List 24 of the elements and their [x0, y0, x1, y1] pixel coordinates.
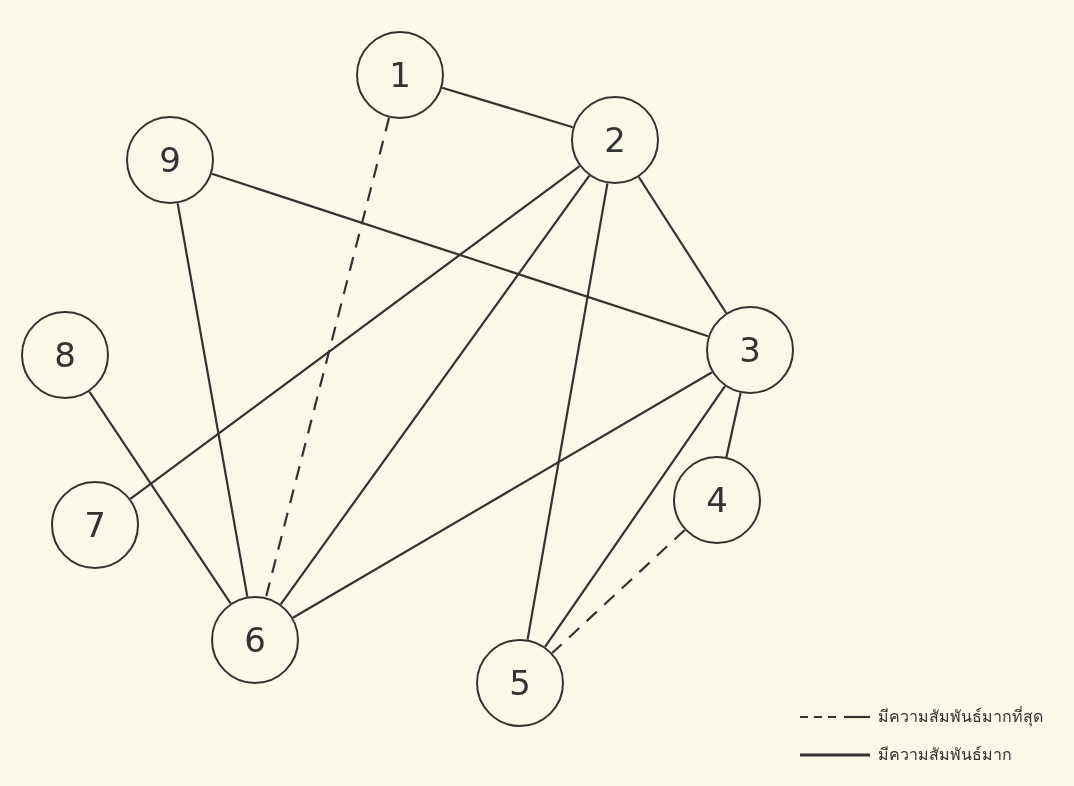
circle-node: 1 — [356, 31, 444, 119]
circle-node: 2 — [571, 96, 659, 184]
legend-label: มีความสัมพันธ์มากที่สุด — [878, 705, 1043, 729]
connecting-line — [544, 385, 726, 648]
connecting-line — [279, 175, 591, 605]
circle-node: 9 — [126, 116, 214, 204]
circle-node: 3 — [706, 306, 794, 394]
circle-node: 8 — [21, 311, 109, 399]
dashed-line — [264, 117, 391, 598]
circle-node: 6 — [211, 596, 299, 684]
connecting-line — [211, 172, 709, 338]
connecting-line — [129, 165, 581, 500]
circle-node: 5 — [476, 639, 564, 727]
dashed-line — [551, 529, 686, 654]
connecting-line — [725, 392, 742, 458]
connecting-line — [526, 183, 609, 640]
circle-node: 7 — [51, 481, 139, 569]
legend-label: มีความสัมพันธ์มาก — [878, 744, 1012, 766]
connecting-line — [441, 86, 574, 129]
connecting-line — [292, 371, 713, 619]
connecting-line — [637, 176, 728, 314]
connecting-line — [88, 391, 232, 604]
circle-node: 4 — [673, 456, 761, 544]
connecting-line — [176, 203, 249, 597]
